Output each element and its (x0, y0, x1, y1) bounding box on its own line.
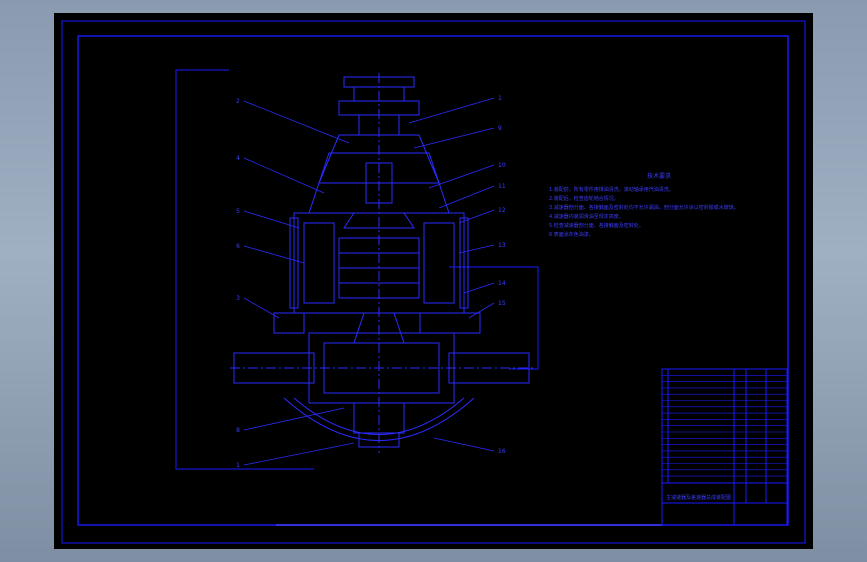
outer-frame (61, 20, 806, 544)
callout-number: 13 (498, 242, 506, 249)
callout-number: 5 (236, 208, 240, 215)
title-block (661, 368, 788, 526)
tech-req-line: 3.减速器剖分面、各接触面及密封处均不允许漏油，剖分面允许涂以密封胶或水玻璃。 (549, 204, 739, 211)
tech-req-line: 4.减速器内装润滑油至规定高度。 (549, 213, 624, 220)
callout-number: 10 (498, 162, 506, 169)
tech-req-line: 1.装配前，所有零件用煤油清洗，滚动轴承用汽油清洗。 (549, 186, 674, 193)
drawing-sheet[interactable]: 技术要求 1.装配前，所有零件用煤油清洗，滚动轴承用汽油清洗。 2.装配后，检查齿… (54, 13, 813, 549)
dimension-line-height (175, 69, 314, 470)
callout-number: 1 (236, 462, 240, 469)
callout-number: 14 (498, 280, 506, 287)
tech-req-line: 5.检查减速器剖分面、各接触面及密封处。 (549, 222, 644, 229)
callout-number: 16 (498, 448, 506, 455)
dimension-line-width (449, 266, 539, 370)
pinion-housing (308, 73, 450, 453)
differential-assembly (230, 312, 534, 448)
callouts-left: 2 4 5 6 3 8 1 (236, 98, 240, 469)
callout-number: 9 (498, 125, 502, 132)
gear-case (289, 212, 469, 314)
callout-number: 15 (498, 300, 506, 307)
callout-number: 8 (236, 427, 240, 434)
technical-requirements: 技术要求 1.装配前，所有零件用煤油清洗，滚动轴承用汽油清洗。 2.装配后，检查齿… (549, 172, 739, 238)
title-block-text: 主减速器及差速器总成装配图 (666, 494, 731, 501)
tech-req-line: 6.表面涂灰色油漆。 (549, 231, 594, 238)
callouts-right: 1 9 10 11 12 13 14 15 16 (498, 95, 506, 455)
callout-number: 2 (236, 98, 240, 105)
assembly-drawing: 技术要求 1.装配前，所有零件用煤油清洗，滚动轴承用汽油清洗。 2.装配后，检查齿… (61, 20, 806, 544)
callout-number: 1 (498, 95, 502, 102)
tech-req-title: 技术要求 (647, 172, 671, 180)
callout-number: 6 (236, 243, 240, 250)
callout-number: 4 (236, 155, 240, 162)
callout-number: 11 (498, 183, 506, 190)
callout-number: 3 (236, 295, 240, 302)
callout-number: 12 (498, 207, 506, 214)
inner-frame (77, 35, 789, 526)
tech-req-line: 2.装配后，检查齿轮啮合情况。 (549, 195, 619, 202)
callout-leaders (243, 97, 495, 466)
